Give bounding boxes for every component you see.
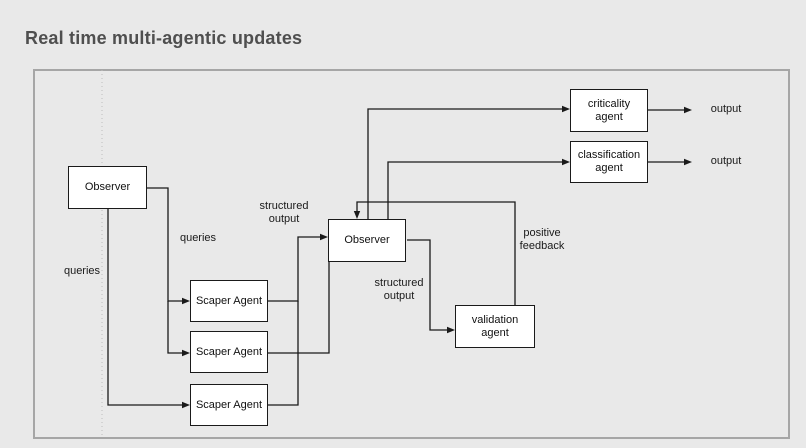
- node-criticality-agent: criticality agent: [570, 89, 648, 132]
- node-label-scaper-agent-1: Scaper Agent: [195, 294, 263, 307]
- edge-label-structured-output-lower: structured output: [374, 277, 424, 302]
- node-scaper-agent-3: Scaper Agent: [190, 384, 268, 426]
- edge-label-structured-output-upper: structured output: [259, 200, 309, 225]
- node-label-criticality-agent: criticality agent: [587, 97, 631, 123]
- node-validation-agent: validation agent: [455, 305, 535, 348]
- edge-label-output-bottom: output: [710, 155, 742, 167]
- node-classification-agent: classification agent: [570, 141, 648, 183]
- node-observer-left: Observer: [68, 166, 147, 209]
- page-title: Real time multi-agentic updates: [25, 28, 303, 48]
- edge-label-queries-left: queries: [63, 265, 101, 277]
- node-scaper-agent-1: Scaper Agent: [190, 280, 268, 322]
- node-observer-mid: Observer: [328, 219, 406, 262]
- edge-label-queries-mid: queries: [179, 232, 217, 244]
- node-label-scaper-agent-2: Scaper Agent: [195, 345, 263, 358]
- edge-label-output-top: output: [710, 103, 742, 115]
- node-label-scaper-agent-3: Scaper Agent: [195, 398, 263, 411]
- node-label-classification-agent: classification agent: [577, 149, 641, 174]
- node-scaper-agent-2: Scaper Agent: [190, 331, 268, 373]
- diagram-canvas: [33, 69, 790, 439]
- node-label-observer-left: Observer: [84, 181, 131, 193]
- edge-label-positive-feedback: positive feedback: [519, 227, 565, 252]
- node-label-validation-agent: validation agent: [471, 313, 519, 339]
- node-label-observer-mid: Observer: [344, 234, 390, 246]
